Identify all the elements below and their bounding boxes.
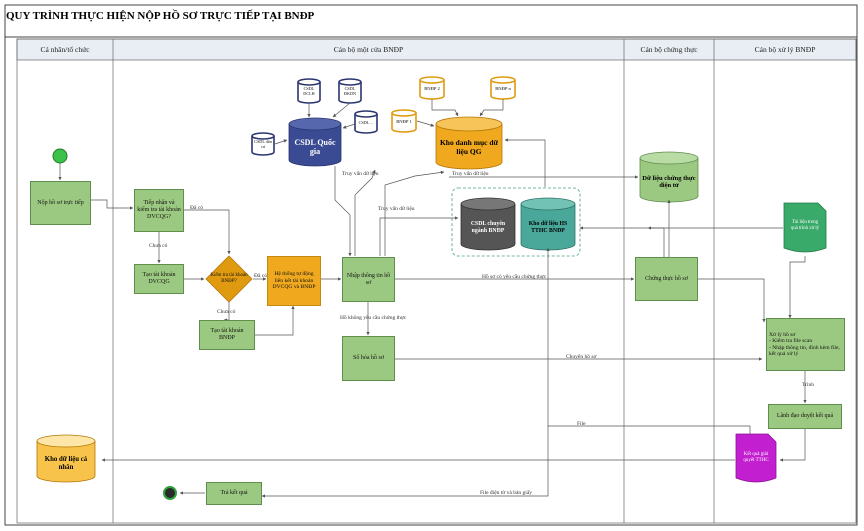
kiem-tra-tk-label: Kiểm tra tài khoản BNĐP? — [210, 273, 248, 284]
edge-label-file: File — [577, 421, 586, 427]
bndp-2-label: BNĐP 2 — [424, 86, 440, 92]
bndp-n-label: BNĐP n — [495, 86, 511, 92]
csdl-dan-cu-label: CSDL dân cư — [254, 139, 272, 149]
csdl-dclh-db — [297, 78, 321, 104]
start-node — [52, 148, 68, 164]
edge-label-da-co-2: Đã có — [254, 273, 267, 279]
he-thong-box: Hệ thống tự động liên kết tài khoản DVCQ… — [267, 256, 321, 306]
kho-du-lieu-hs-db — [520, 197, 576, 251]
edge-label-file-dien-tu: File điện tử và bản giấy — [480, 490, 533, 496]
kho-danh-muc-db — [435, 116, 503, 170]
csdl-quoc-gia-db — [288, 117, 342, 167]
csdl-chuyen-nganh-label: CSDL chuyên ngành BNĐP — [470, 221, 506, 234]
lane-header-chung-thuc: Cán bộ chứng thực — [640, 44, 698, 54]
tai-lieu-label: Tài liệu trong quá trình xử lý — [790, 220, 820, 231]
du-lieu-chung-thuc-label: Dữ liệu chứng thực điện tử — [642, 174, 696, 189]
edge-label-khong-yeu-cau: Hồ không yêu cầu chứng thực — [340, 315, 407, 321]
page-title: QUY TRÌNH THỰC HIỆN NỘP HỒ SƠ TRỰC TIẾP … — [6, 10, 315, 22]
tao-tk-bndp-box: Tạo tài khoản BNĐP — [199, 320, 255, 350]
edge-label-truy-van-2: Truy vấn dữ liệu — [452, 171, 489, 177]
edge-label-truy-van-3: Truy vấn dữ liệu — [378, 206, 415, 212]
edge-label-co-yeu-cau: Hồ sơ có yêu cầu chứng thực — [482, 274, 547, 280]
edge-label-truy-van-1: Truy vấn dữ liệu — [342, 171, 379, 177]
tiep-nhan-box: Tiếp nhận và kiểm tra tài khoản DVCQG? — [134, 189, 184, 232]
outer-frame — [4, 4, 858, 526]
edge-label-da-co-1: Đã có — [190, 205, 203, 211]
csdl-dan-cu-db — [251, 132, 275, 156]
db-connectors — [274, 99, 504, 145]
csdl-etc-db — [354, 110, 378, 134]
edge-label-trinh: Trình — [802, 382, 815, 388]
bndp-1-db — [391, 109, 417, 133]
flow-connectors — [58, 138, 807, 498]
kho-du-lieu-hs-label: Kho dữ liệu HS TTHC BNĐP — [528, 221, 568, 234]
hs-data-group — [451, 187, 581, 257]
tai-lieu-document — [783, 202, 827, 253]
edge-label-chua-co-2: Chưa có — [217, 309, 236, 315]
lane-header-ca-nhan: Cá nhân/tổ chức — [40, 44, 90, 54]
chung-thuc-box: Chứng thực hồ sơ — [635, 257, 698, 301]
lane-header-mot-cua: Cán bộ một cửa BNĐP — [333, 44, 404, 54]
csdl-dkdn-db — [338, 78, 362, 104]
edge-label-chua-co-1: Chưa có — [149, 243, 168, 249]
tao-tk-dvcqg-box: Tạo tài khoản DVCQG — [134, 264, 184, 294]
csdl-dkdn-label: CSDL ĐKDN — [343, 86, 357, 96]
xu-ly-box: Xử lý hồ sơ - Kiểm tra file scan - Nhập … — [766, 318, 845, 371]
kho-danh-muc-label: Kho danh mục dữ liệu QG — [439, 138, 499, 156]
end-node — [163, 486, 177, 500]
tra-ket-qua-box: Trả kết quả — [206, 482, 262, 505]
bndp-2-db — [419, 76, 445, 100]
nop-ho-so-box: Nộp hồ sơ trực tiếp — [30, 181, 91, 225]
lanh-dao-box: Lãnh đạo duyệt kết quả — [768, 404, 842, 429]
csdl-chuyen-nganh-db — [460, 197, 516, 251]
ket-qua-document — [735, 433, 777, 483]
so-hoa-box: Số hóa hồ sơ — [342, 336, 395, 381]
csdl-quoc-gia-label: CSDL Quốc gia — [294, 137, 336, 156]
bndp-1-label: BNĐP 1 — [396, 119, 412, 125]
kho-du-lieu-ca-nhan-db — [36, 434, 96, 483]
csdl-dclh-label: CSDL DCLH — [303, 86, 315, 96]
nhap-thong-tin-box: Nhập thông tin hồ sơ — [342, 257, 395, 302]
ket-qua-label: Kết quả giải quyết TTHC — [743, 452, 769, 463]
kho-du-lieu-ca-nhan-label: Kho dữ liệu cá nhân — [44, 456, 88, 471]
edge-label-chuyen-ho-so: Chuyển hồ sơ — [566, 354, 597, 360]
csdl-etc-label: CSDL ... — [358, 119, 374, 125]
lane-header-xu-ly: Cán bộ xử lý BNĐP — [754, 44, 816, 54]
lane-area — [16, 38, 857, 524]
